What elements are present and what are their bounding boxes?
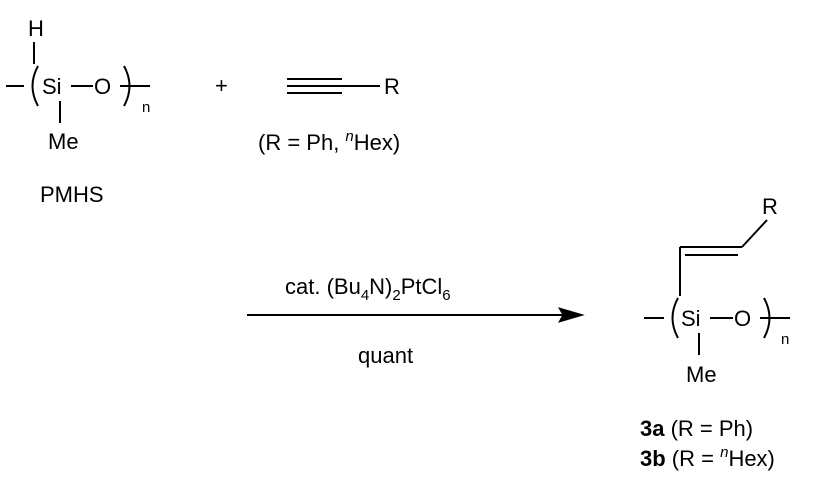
pmhs-o-label: O (94, 74, 111, 99)
product-me-label: Me (686, 362, 717, 387)
alkyne-r-label: R (384, 74, 400, 99)
paren-left (31, 65, 39, 107)
product-si-label: Si (681, 306, 701, 331)
product-repeat-n-label: n (781, 331, 789, 348)
product-structure: R Si O n Me 3a (R = Ph) 3b (R = nHex) (640, 194, 790, 471)
product-paren-left (671, 297, 679, 339)
pmhs-structure: H Si O n Me PMHS (6, 16, 150, 207)
product-o-label: O (734, 306, 751, 331)
repeat-n-label: n (142, 99, 150, 116)
vinyl-bond-r (741, 219, 768, 248)
pmhs-name-label: PMHS (40, 182, 104, 207)
reaction-arrow-head (557, 307, 585, 323)
reaction-arrow-group: cat. (Bu4N)2PtCl6 quant (247, 274, 585, 368)
pmhs-si-label: Si (42, 74, 62, 99)
yield-label: quant (358, 343, 413, 368)
pmhs-me-label: Me (48, 129, 79, 154)
product-label-3b: 3b (R = nHex) (640, 444, 775, 471)
product-label-3a: 3a (R = Ph) (640, 416, 753, 441)
catalyst-label: cat. (Bu4N)2PtCl6 (285, 274, 451, 304)
alkyne-structure: R (R = Ph, nHex) (258, 74, 400, 155)
pmhs-h-label: H (28, 16, 44, 41)
product-r-label: R (762, 194, 778, 219)
plus-sign: + (215, 73, 228, 98)
alkyne-condition: (R = Ph, nHex) (258, 128, 400, 155)
